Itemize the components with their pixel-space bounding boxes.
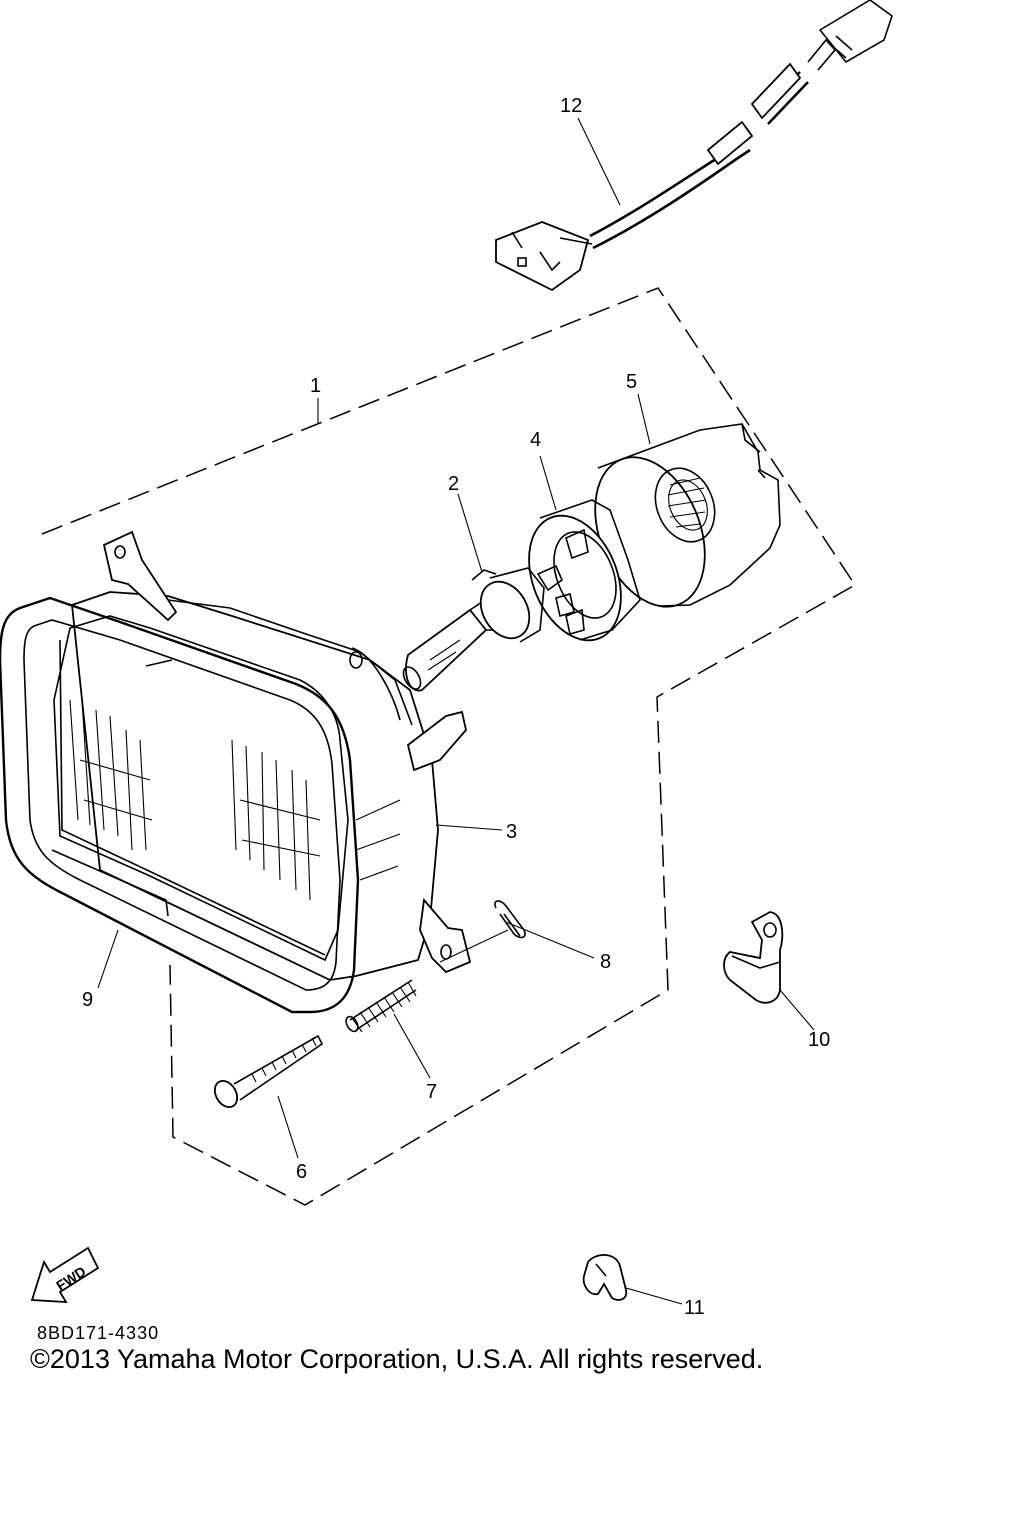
leader-lines [97, 117, 815, 1305]
callout-8: 8 [600, 951, 611, 973]
part-bulb [402, 564, 575, 692]
callout-12: 12 [560, 95, 582, 117]
forward-direction-arrow: FWD [30, 1246, 100, 1303]
part-spring [345, 979, 417, 1033]
part-headlight-housing [71, 530, 472, 981]
part-bulb-cover [594, 423, 781, 608]
reference-code: 8BD171-4330 [37, 1323, 160, 1343]
callout-10: 10 [808, 1029, 830, 1051]
callout-3: 3 [506, 821, 517, 843]
part-clip [494, 900, 526, 939]
part-screw [213, 1034, 324, 1109]
part-wire-harness [495, 0, 893, 292]
part-bulb-holder [528, 499, 641, 642]
callout-6: 6 [296, 1161, 307, 1183]
part-rim [0, 596, 360, 1014]
callout-4: 4 [530, 429, 541, 451]
part-lens [53, 615, 401, 962]
callout-5: 5 [626, 371, 637, 393]
copyright-notice: ©2013 Yamaha Motor Corporation, U.S.A. A… [30, 1344, 764, 1374]
callout-9: 9 [82, 989, 93, 1011]
assembly-boundary [41, 287, 857, 1206]
part-clamp [723, 911, 784, 1004]
callout-11: 11 [684, 1297, 705, 1319]
part-small-clip [582, 1254, 628, 1301]
callout-2: 2 [448, 473, 459, 495]
callout-1: 1 [310, 375, 321, 397]
callout-7: 7 [426, 1081, 437, 1103]
